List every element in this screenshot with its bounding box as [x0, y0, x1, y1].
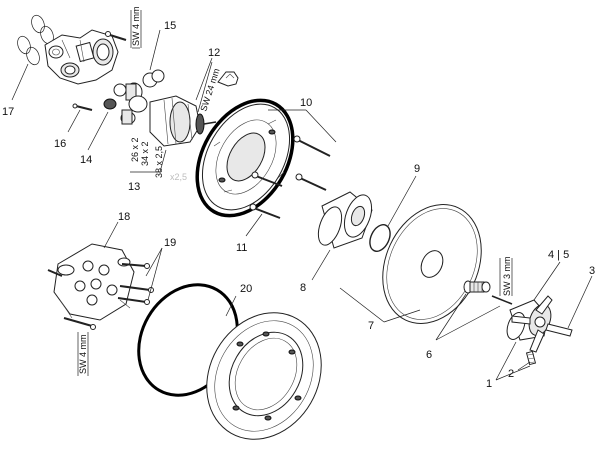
tool-label-sw4-top: SW 4 mm	[130, 7, 142, 48]
o-ring-9	[369, 224, 391, 252]
callout-1: 1	[486, 378, 492, 390]
screws-19	[47, 263, 154, 330]
callout-11: 11	[236, 242, 247, 254]
wrench-sw24	[217, 71, 239, 87]
check-valves-14	[103, 69, 165, 125]
dim-x2-5: x2,5	[170, 172, 187, 182]
callout-18: 18	[118, 211, 130, 223]
callout-15: 15	[164, 20, 176, 32]
svg-text:SW 4 mm: SW 4 mm	[78, 335, 88, 375]
mounting-plate-10	[195, 98, 295, 218]
adapter-6	[463, 280, 513, 305]
screw-15	[105, 31, 127, 42]
callout-17: 17	[2, 106, 14, 118]
valve-body	[44, 29, 119, 85]
callout-10: 10	[300, 97, 312, 109]
callout-12: 12	[208, 47, 220, 59]
callout-20: 20	[240, 283, 252, 295]
dimension-labels: 26 x 2 34 x 2 38 x 2,5 x2,5	[130, 137, 187, 182]
screw-16	[72, 103, 93, 111]
cover-plate-7	[382, 204, 482, 324]
svg-text:SW 3 mm: SW 3 mm	[502, 257, 512, 297]
cross-handle-3	[511, 295, 573, 353]
dim-34x2: 34 x 2	[140, 141, 150, 166]
callout-14: 14	[80, 154, 92, 166]
screws-10	[251, 135, 331, 191]
callout-7: 7	[368, 320, 374, 332]
callout-13: 13	[128, 181, 140, 193]
dim-26x2: 26 x 2	[130, 137, 140, 162]
callout-3: 3	[589, 265, 595, 277]
sleeve-8	[317, 191, 373, 249]
callout-16: 16	[54, 138, 66, 150]
svg-text:SW 24 mm: SW 24 mm	[198, 67, 221, 112]
callout-8: 8	[300, 282, 306, 294]
screw-11	[249, 203, 281, 219]
callout-6: 6	[426, 349, 432, 361]
rough-in-body-18	[53, 243, 135, 321]
tool-label-sw4-bottom: SW 4 mm	[77, 332, 89, 376]
thermostat-cartridge	[149, 95, 217, 147]
tool-label-sw3: SW 3 mm	[499, 257, 513, 297]
callout-9: 9	[414, 163, 420, 175]
extension-ring	[206, 312, 322, 440]
svg-text:SW 4 mm: SW 4 mm	[131, 7, 141, 47]
tool-label-sw24: SW 24 mm	[197, 61, 222, 113]
callout-4-5: 4 | 5	[548, 249, 569, 261]
grub-screw-2	[525, 350, 537, 366]
dim-38x2-5: 38 x 2,5	[154, 146, 164, 178]
callout-19: 19	[164, 237, 176, 249]
